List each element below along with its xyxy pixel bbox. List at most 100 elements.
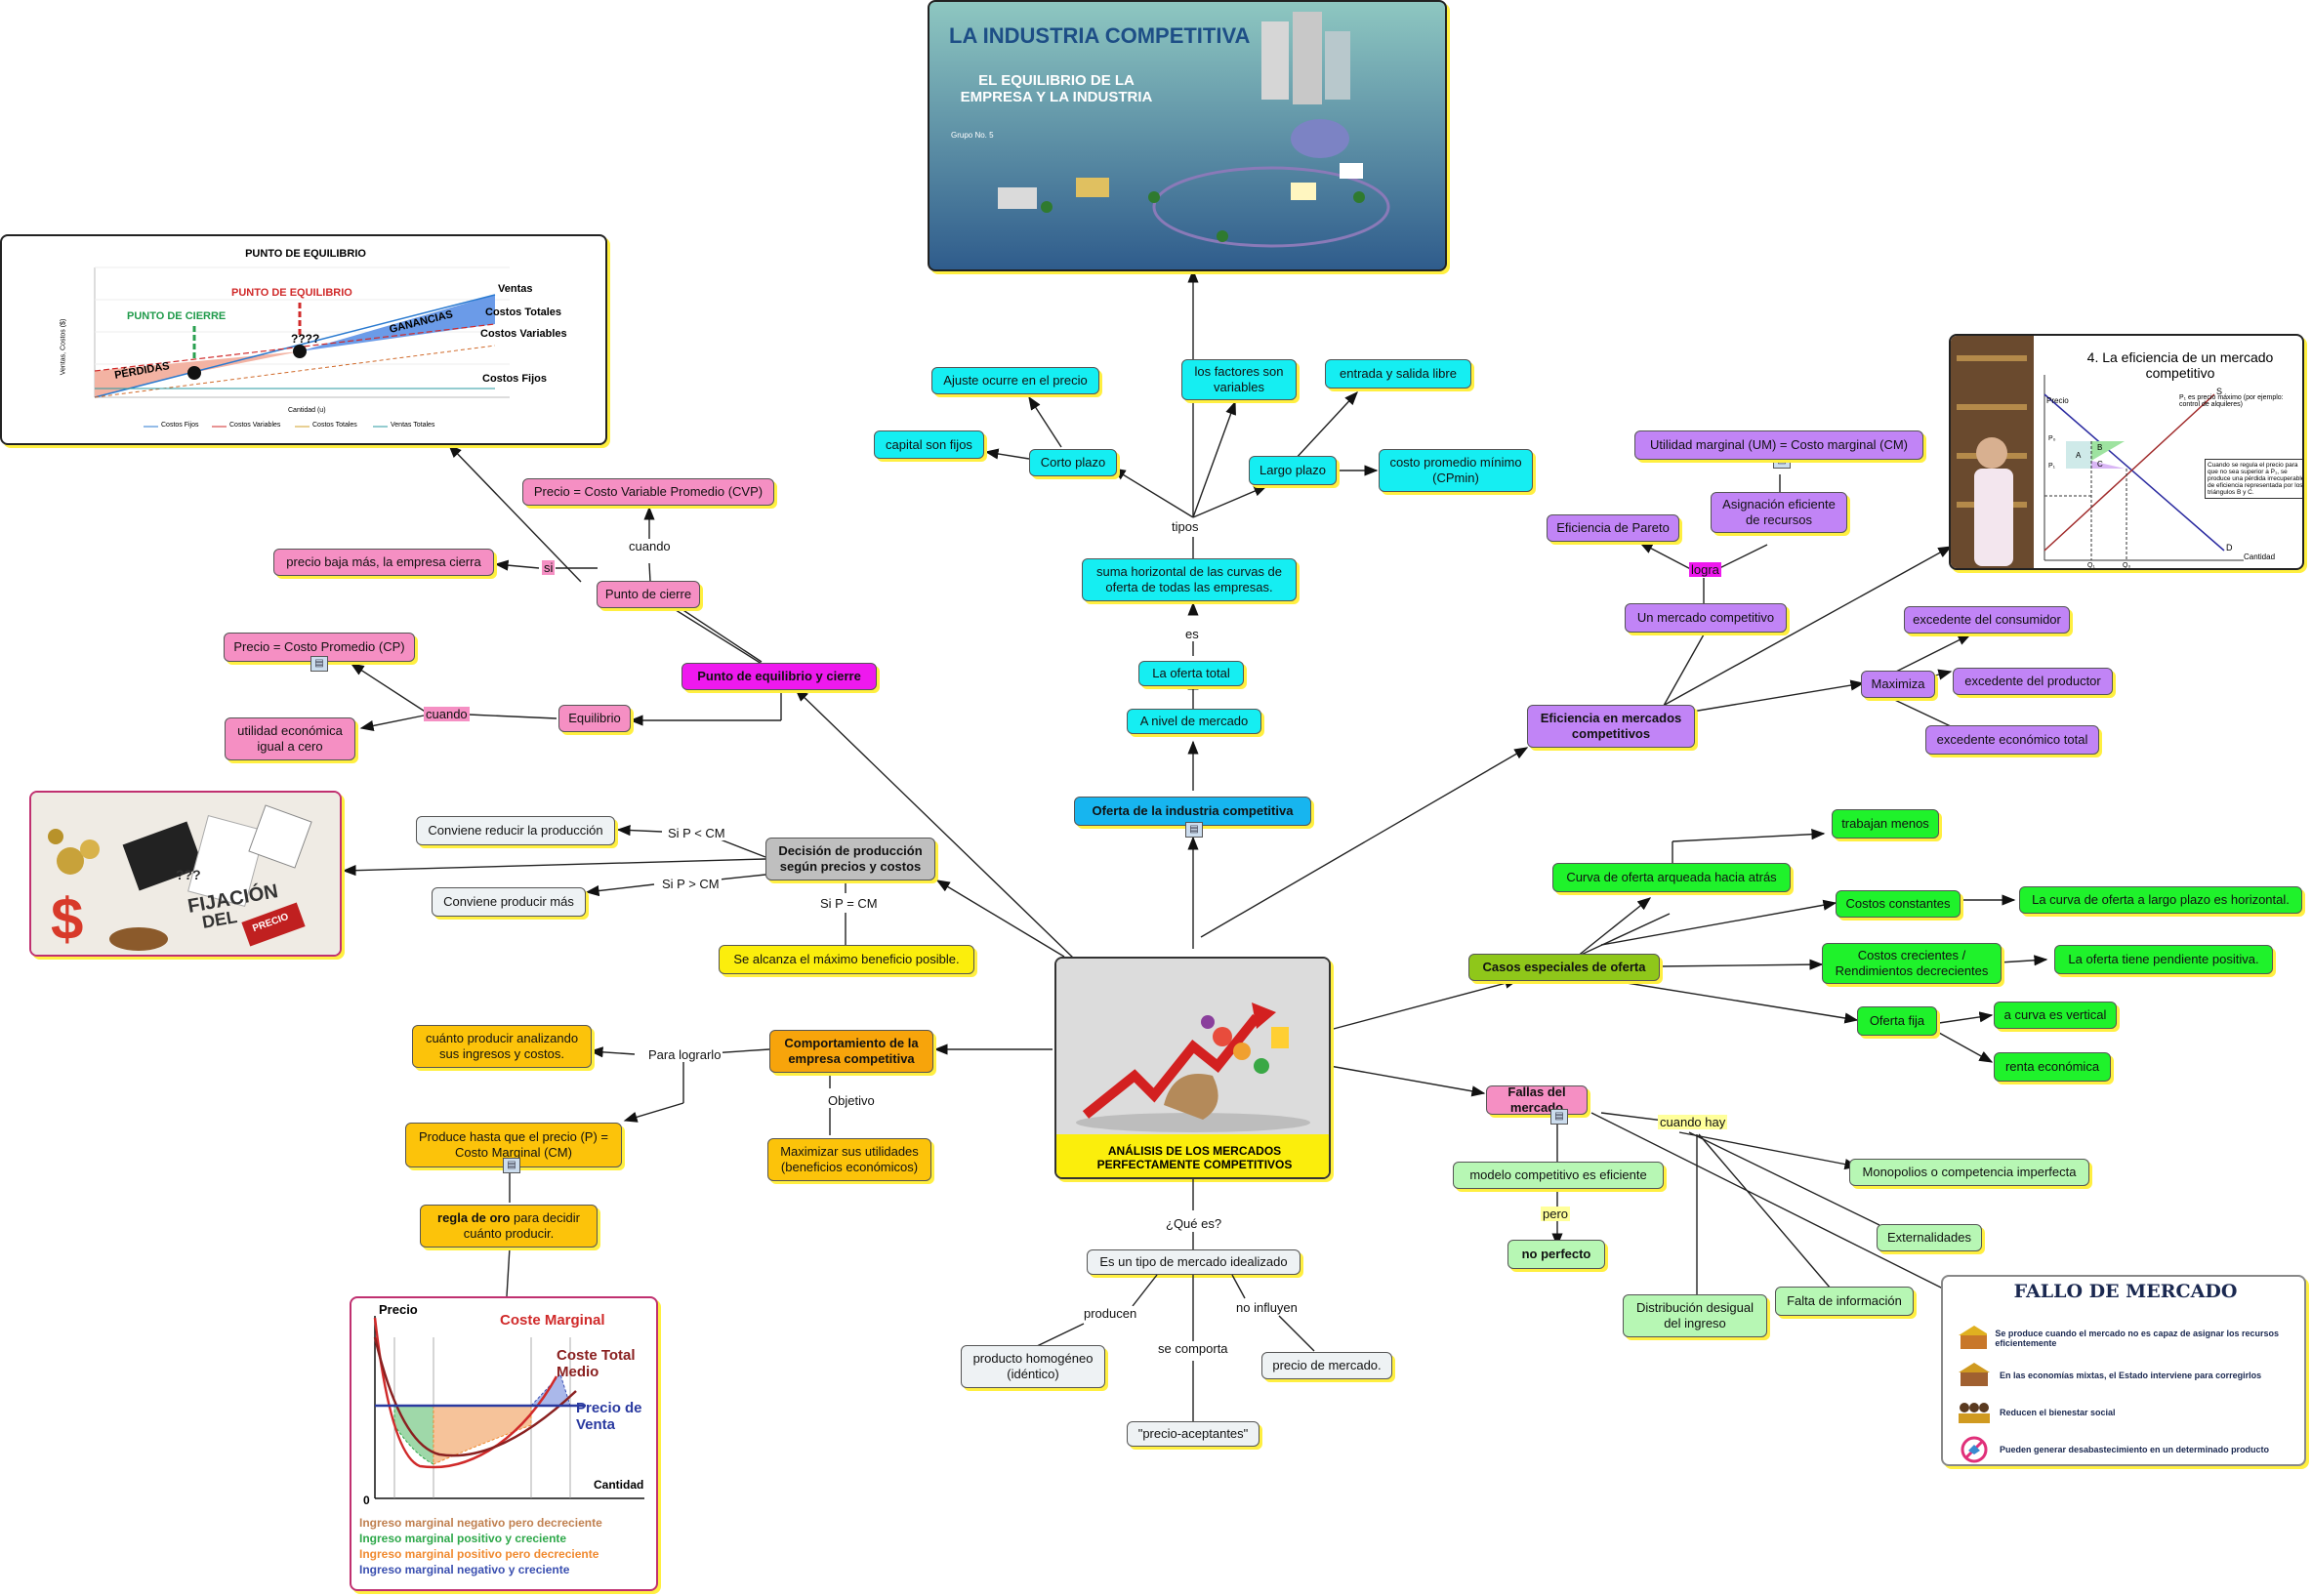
- label-p1: P₁: [2048, 463, 2055, 470]
- curva-vertical-node[interactable]: a curva es vertical: [1994, 1002, 2117, 1029]
- no-supply-icon: [1957, 1435, 1992, 1464]
- mercado-competitivo-node[interactable]: Un mercado competitivo: [1625, 603, 1787, 633]
- label-p0: P₀: [2048, 435, 2056, 442]
- label-qqq: ????: [291, 332, 319, 346]
- label-coste-total-medio: Coste Total Medio: [557, 1347, 654, 1380]
- label-cuando-hay: cuando hay: [1658, 1115, 1727, 1129]
- costo-promedio-minimo-node[interactable]: costo promedio mínimo (CPmin): [1379, 449, 1533, 492]
- equilibrio-node[interactable]: Equilibrio: [558, 705, 631, 732]
- punto-equilibrio-chart: PUNTO DE EQUILIBRIO Ventas Costos Totale…: [0, 234, 607, 445]
- label-es: es: [1183, 627, 1201, 641]
- precio-baja-node[interactable]: precio baja más, la empresa cierra: [273, 549, 494, 576]
- fallo-item: Se produce cuando el mercado no es capaz…: [1957, 1320, 2298, 1357]
- externalidades-node[interactable]: Externalidades: [1877, 1224, 1982, 1251]
- chart-title: PUNTO DE EQUILIBRIO: [2, 248, 607, 260]
- label-para-lograrlo: Para lograrlo: [646, 1047, 722, 1062]
- costos-crecientes-node[interactable]: Costos crecientes / Rendimientos decreci…: [1822, 943, 2002, 984]
- pareto-node[interactable]: Eficiencia de Pareto: [1547, 514, 1679, 542]
- label-producen: producen: [1082, 1306, 1138, 1321]
- excedente-total-node[interactable]: excedente económico total: [1925, 725, 2099, 755]
- label-punto-cierre: PUNTO DE CIERRE: [127, 310, 226, 322]
- regla-oro-bold: regla de oro: [437, 1210, 510, 1225]
- maximizar-utilidades-node[interactable]: Maximizar sus utilidades (beneficios eco…: [767, 1138, 931, 1181]
- label-coste-marginal: Coste Marginal: [500, 1312, 605, 1329]
- distribucion-desigual-node[interactable]: Distribución desigual del ingreso: [1623, 1294, 1767, 1337]
- decision-produccion-node[interactable]: Decisión de producción según precios y c…: [765, 838, 935, 880]
- precio-mercado-node[interactable]: precio de mercado.: [1261, 1352, 1392, 1379]
- trabajan-menos-node[interactable]: trabajan menos: [1832, 809, 1939, 839]
- note-icon[interactable]: ▤: [1550, 1109, 1568, 1125]
- ajuste-precio-node[interactable]: Ajuste ocurre en el precio: [931, 367, 1099, 394]
- market-stall-icon: [1957, 1361, 1992, 1390]
- eficiencia-image-title: 4. La eficiencia de un mercado competiti…: [2058, 349, 2302, 381]
- fijacion-q: ???: [176, 867, 201, 882]
- pendiente-positiva-node[interactable]: La oferta tiene pendiente positiva.: [2054, 945, 2273, 974]
- fallo-item: Reducen el bienestar social: [1957, 1394, 2298, 1431]
- precio-aceptantes-node[interactable]: "precio-aceptantes": [1127, 1421, 1259, 1447]
- label-q1: Q₁: [2087, 562, 2095, 569]
- regla-oro-node[interactable]: regla de oro para decidir cuánto produci…: [420, 1205, 598, 1248]
- label-p-mayor-cm: Si P > CM: [660, 877, 722, 891]
- label-pero: pero: [1541, 1207, 1570, 1221]
- curva-horizontal-node[interactable]: La curva de oferta a largo plazo es hori…: [2019, 886, 2302, 914]
- oferta-total-node[interactable]: La oferta total: [1138, 661, 1244, 686]
- precio-cvp-node[interactable]: Precio = Costo Variable Promedio (CVP): [522, 478, 774, 506]
- utilidad-cero-node[interactable]: utilidad económica igual a cero: [225, 717, 355, 760]
- cuanto-producir-node[interactable]: cuánto producir analizando sus ingresos …: [412, 1025, 592, 1068]
- corto-plazo-node[interactable]: Corto plazo: [1029, 449, 1117, 476]
- capital-fijos-node[interactable]: capital son fijos: [874, 430, 984, 459]
- comportamiento-node[interactable]: Comportamiento de la empresa competitiva: [769, 1030, 933, 1073]
- excedente-consumidor-node[interactable]: excedente del consumidor: [1904, 606, 2070, 634]
- reducir-produccion-node[interactable]: Conviene reducir la producción: [416, 816, 615, 845]
- oferta-fija-node[interactable]: Oferta fija: [1857, 1006, 1937, 1036]
- note-icon[interactable]: ▤: [310, 656, 328, 672]
- fallo-item: Pueden generar desabastecimiento en un d…: [1957, 1431, 2298, 1466]
- label-logra: logra: [1689, 562, 1721, 577]
- note-regulation: Cuando se regula el precio para que no s…: [2205, 459, 2304, 499]
- label-p-igual-cm: Si P = CM: [818, 896, 880, 911]
- producto-homogeneo-node[interactable]: producto homogéneo (idéntico): [961, 1345, 1105, 1388]
- largo-plazo-node[interactable]: Largo plazo: [1249, 456, 1337, 485]
- asignacion-eficiente-node[interactable]: Asignación eficiente de recursos: [1711, 492, 1847, 533]
- nivel-mercado-node[interactable]: A nivel de mercado: [1127, 709, 1261, 734]
- people-icon: [1957, 1398, 1992, 1427]
- note-icon[interactable]: ▤: [503, 1158, 520, 1173]
- maximiza-node[interactable]: Maximiza: [1861, 671, 1935, 698]
- costos-constantes-node[interactable]: Costos constantes: [1836, 890, 1961, 918]
- producir-mas-node[interactable]: Conviene producir más: [432, 887, 586, 917]
- fijacion-precio-image: $ FIJACIÓN DEL ??? PRECIO: [29, 791, 342, 957]
- legend-item: Costos Fijos: [161, 422, 199, 429]
- legend-item: Ingreso marginal positivo y creciente: [359, 1531, 652, 1546]
- modelo-eficiente-node[interactable]: modelo competitivo es eficiente: [1453, 1162, 1664, 1189]
- utilidad-marginal-node[interactable]: Utilidad marginal (UM) = Costo marginal …: [1634, 430, 1923, 460]
- monopolios-node[interactable]: Monopolios o competencia imperfecta: [1849, 1159, 2089, 1186]
- fallo-mercado-card: FALLO DE MERCADO Se produce cuando el me…: [1941, 1275, 2306, 1466]
- factores-variables-node[interactable]: los factores son variables: [1181, 359, 1297, 400]
- punto-cierre-node[interactable]: Punto de cierre: [597, 581, 700, 608]
- fallo-items: Se produce cuando el mercado no es capaz…: [1957, 1320, 2298, 1466]
- label-cuando: cuando: [627, 539, 673, 553]
- fallas-mercado-node[interactable]: Fallas del mercado: [1486, 1085, 1588, 1115]
- note-icon[interactable]: ▤: [1185, 822, 1203, 838]
- fallo-title: FALLO DE MERCADO: [1943, 1281, 2306, 1302]
- maximo-beneficio-node[interactable]: Se alcanza el máximo beneficio posible.: [719, 945, 974, 974]
- curva-arqueada-node[interactable]: Curva de oferta arqueada hacia atrás: [1552, 863, 1791, 892]
- entrada-salida-node[interactable]: entrada y salida libre: [1325, 359, 1471, 389]
- curve-d: D: [2226, 543, 2233, 552]
- suma-horizontal-node[interactable]: suma horizontal de las curvas de oferta …: [1082, 558, 1297, 601]
- axis-cantidad: Cantidad: [594, 1478, 643, 1492]
- label-ventas: Ventas: [498, 283, 532, 295]
- label-costos-fijos: Costos Fijos: [482, 373, 547, 385]
- renta-economica-node[interactable]: renta económica: [1994, 1052, 2111, 1082]
- falta-informacion-node[interactable]: Falta de información: [1775, 1287, 1914, 1316]
- coste-marginal-chart: Precio Cantidad 0 Coste Marginal Coste T…: [350, 1296, 658, 1591]
- legend-item: Ingreso marginal negativo y creciente: [359, 1562, 652, 1577]
- casos-especiales-node[interactable]: Casos especiales de oferta: [1468, 954, 1660, 981]
- eficiencia-image: 4. La eficiencia de un mercado competiti…: [1949, 334, 2304, 570]
- area-b: B: [2097, 443, 2102, 452]
- punto-equilibrio-cierre-node[interactable]: Punto de equilibrio y cierre: [681, 663, 877, 690]
- eficiencia-node[interactable]: Eficiencia en mercados competitivos: [1527, 705, 1695, 748]
- cm-legend: Ingreso marginal negativo pero decrecien…: [359, 1515, 652, 1577]
- no-perfecto-node[interactable]: no perfecto: [1507, 1240, 1605, 1269]
- excedente-productor-node[interactable]: excedente del productor: [1953, 668, 2113, 695]
